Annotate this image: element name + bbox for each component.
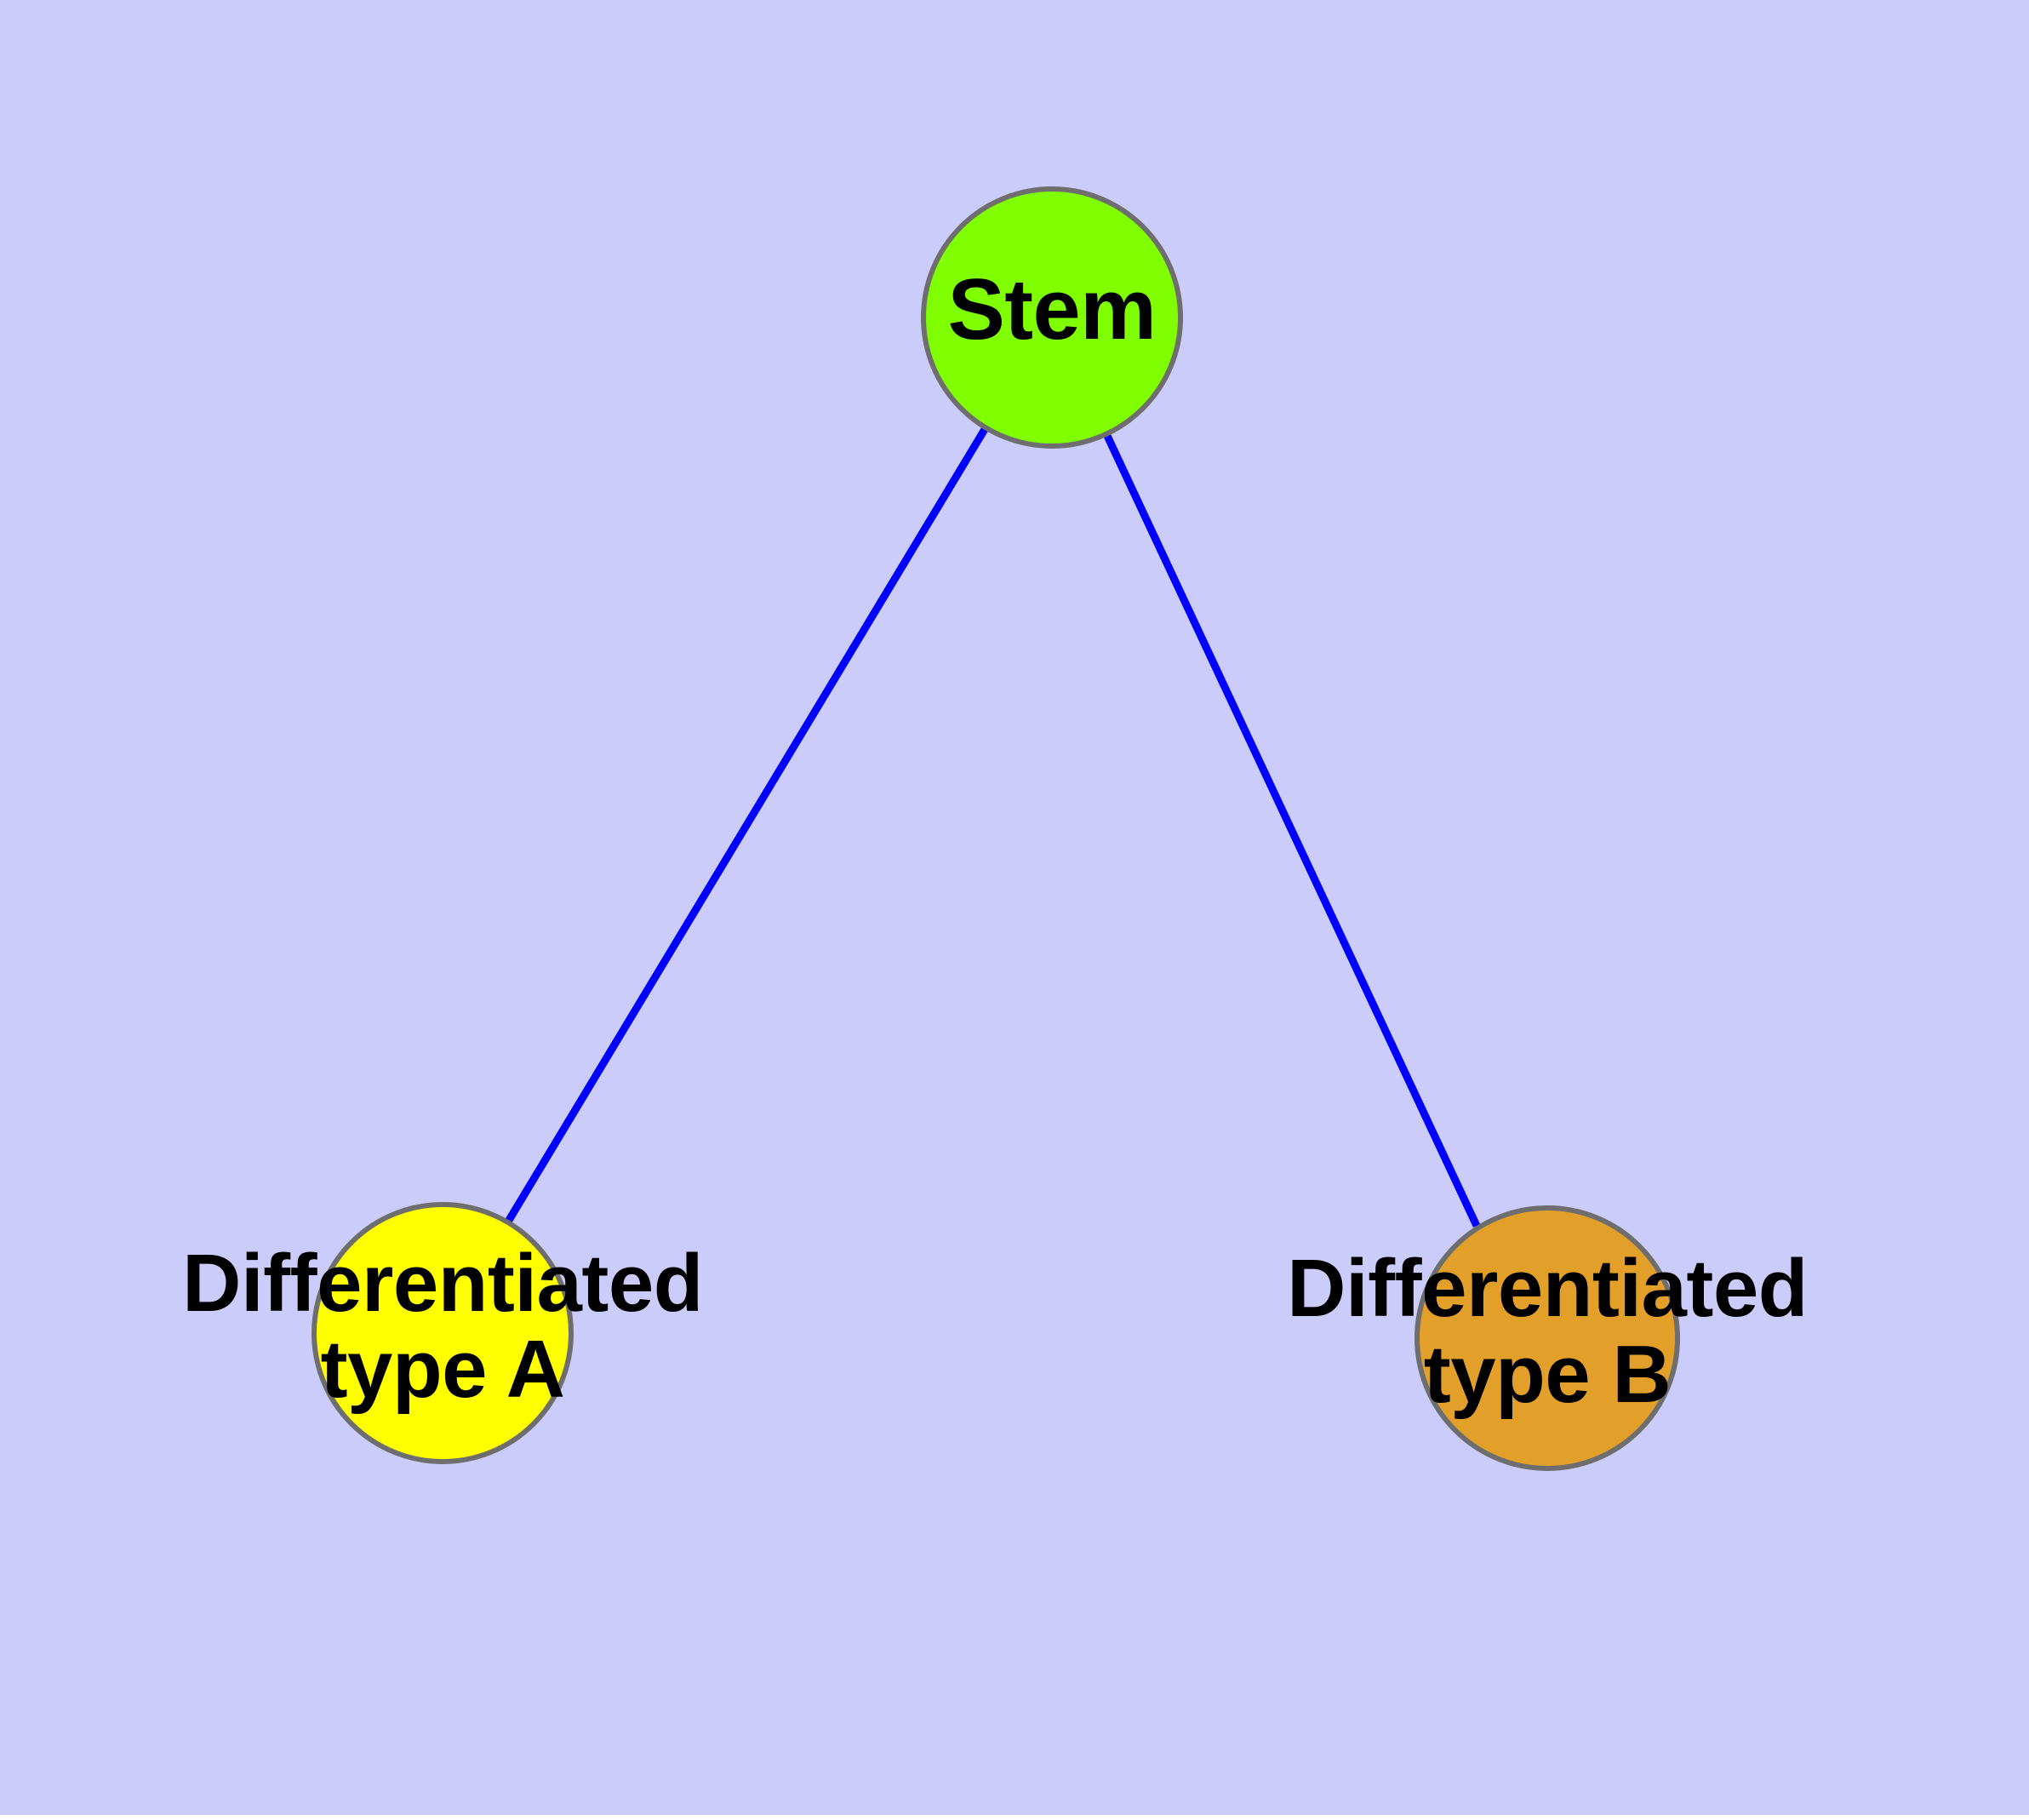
node-differentiated-type-a-circle[interactable] <box>311 1202 574 1464</box>
edge-stem-to-differentiated-type-b[interactable] <box>1048 316 1481 1228</box>
edge-layer <box>505 315 1481 1228</box>
node-stem-circle[interactable] <box>921 186 1183 449</box>
node-layer <box>311 186 1680 1471</box>
edge-stem-to-differentiated-type-a[interactable] <box>505 315 1055 1224</box>
bottom-white-strip <box>0 1815 2029 1820</box>
node-differentiated-type-b-circle[interactable] <box>1415 1205 1680 1471</box>
